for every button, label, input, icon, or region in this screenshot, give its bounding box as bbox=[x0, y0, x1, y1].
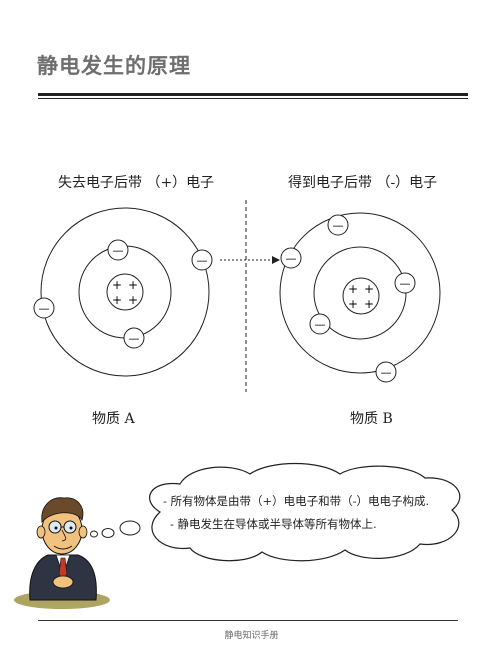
atom-a-outer-orbit bbox=[40, 207, 210, 377]
electron bbox=[33, 297, 55, 319]
footer-rule bbox=[38, 620, 458, 621]
proton-sign: + bbox=[112, 293, 122, 307]
bubble-dot-large bbox=[119, 520, 141, 536]
speech-line-2: - 静电发生在导体或半导体等所有物体上. bbox=[170, 517, 377, 531]
bubble-cloud bbox=[149, 462, 461, 562]
proton-sign: + bbox=[112, 278, 122, 292]
electron-sign: — bbox=[381, 366, 392, 379]
left-caption: 失去电子后带 （+）电子 bbox=[58, 175, 215, 191]
left-material-label: 物质 A bbox=[92, 411, 135, 427]
cartoon-man-illustration bbox=[14, 497, 110, 609]
electron-sign: — bbox=[400, 277, 411, 290]
atom-b-nucleus bbox=[342, 277, 380, 315]
electron bbox=[191, 249, 213, 271]
proton-sign: + bbox=[348, 297, 358, 311]
page-title: 静电发生的原理 bbox=[37, 54, 191, 78]
electron-sign: — bbox=[333, 219, 344, 232]
proton-sign: + bbox=[128, 278, 138, 292]
atom-a: + + + + — — — — bbox=[33, 207, 213, 377]
electron-sign: — bbox=[113, 244, 124, 257]
title-rule-thin bbox=[38, 98, 468, 99]
electron bbox=[107, 239, 129, 261]
electron bbox=[123, 327, 145, 349]
atom-a-nucleus bbox=[106, 273, 144, 311]
electron-sign: — bbox=[129, 332, 140, 345]
electron-sign: — bbox=[286, 252, 297, 265]
electron-sign: — bbox=[39, 302, 50, 315]
thought-bubble bbox=[90, 462, 461, 562]
electron-sign: — bbox=[315, 318, 326, 331]
atom-b: + + + + — — — — — bbox=[279, 212, 441, 383]
electron bbox=[394, 272, 416, 294]
proton-sign: + bbox=[364, 282, 374, 296]
speech-line-1: - 所有物体是由带（+）电电子和带（-）电电子构成. bbox=[163, 494, 430, 508]
electron bbox=[327, 214, 349, 236]
proton-sign: + bbox=[348, 282, 358, 296]
electron bbox=[375, 361, 397, 383]
bubble-dot-medium bbox=[101, 528, 115, 538]
proton-sign: + bbox=[128, 293, 138, 307]
transfer-arrowhead bbox=[272, 256, 280, 264]
atom-b-outer-orbit bbox=[279, 212, 441, 374]
page-footer: 静电知识手册 bbox=[224, 631, 279, 641]
electron bbox=[309, 313, 331, 335]
electron bbox=[280, 247, 302, 269]
electron-sign: — bbox=[197, 254, 208, 267]
right-material-label: 物质 B bbox=[350, 411, 393, 427]
bubble-dot-small bbox=[90, 530, 98, 538]
title-rule-thick bbox=[38, 93, 468, 96]
right-caption: 得到电子后带 （-）电子 bbox=[288, 175, 438, 191]
proton-sign: + bbox=[364, 297, 374, 311]
